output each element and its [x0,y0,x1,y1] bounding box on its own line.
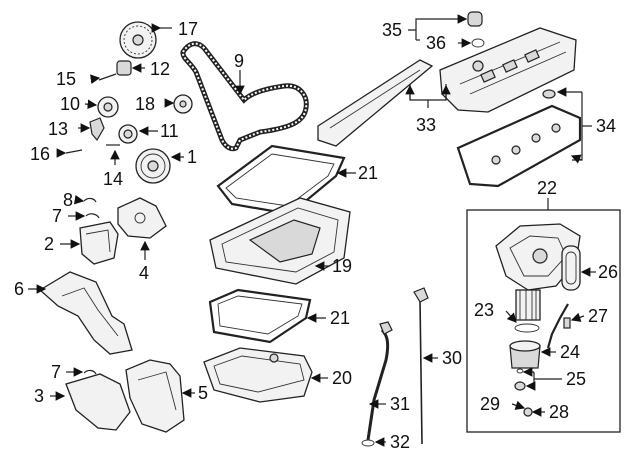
callout-23: 23 [474,300,494,320]
timing-belt [180,41,309,152]
callout-10: 10 [60,94,80,114]
callout-8: 8 [63,190,73,210]
callout-36: 36 [426,33,446,53]
timing-cover-bracket [117,197,167,239]
dipstick-tube [366,321,393,441]
callout-24: 24 [560,342,580,362]
lower-oil-pan-gasket [208,288,312,344]
callout-25: 25 [566,369,586,389]
oil-pan-gasket [216,144,346,216]
lower-timing-cover [65,373,131,431]
callout-2: 2 [44,234,54,254]
callout-19: 19 [332,256,352,276]
filter-group-box [466,209,621,433]
bolt [98,73,117,81]
filter-drain-plug [514,368,526,391]
callout-26: 26 [598,262,618,282]
drain-plug-washer [523,407,533,417]
cover-grommet [542,89,556,99]
callout-21-lower: 21 [330,308,350,328]
callout-4: 4 [139,263,149,283]
callout-7-lower: 7 [51,362,61,382]
clip [83,197,97,203]
spacer [116,60,132,76]
oil-filter [515,289,541,321]
camshaft-sprocket [119,21,157,59]
tensioner [89,117,105,142]
callout-33: 33 [416,115,436,135]
upper-timing-cover [79,221,119,265]
callout-12: 12 [150,59,170,79]
callout-9: 9 [234,51,244,71]
upper-oil-pan [209,197,351,285]
callout-14: 14 [103,169,123,189]
rear-timing-cover [38,271,133,355]
filler-cap-seal [471,38,485,48]
oil-filler-cap [467,11,483,27]
idler-pulley [97,96,119,118]
callout-11: 11 [160,121,179,141]
callout-34: 34 [596,116,616,136]
valve-cover [439,27,577,113]
valve-cover-gasket [456,104,582,188]
filter-o-ring [514,323,540,333]
callout-17: 17 [178,19,198,39]
filter-housing-gasket [561,245,581,291]
callout-32: 32 [390,432,410,452]
callout-27: 27 [588,306,608,326]
callout-31: 31 [390,394,410,414]
filter-cap [509,340,541,369]
callout-28: 28 [549,402,569,422]
lower-oil-pan [203,347,313,403]
callout-15: 15 [56,69,76,89]
callout-1: 1 [187,147,197,167]
clip [83,369,97,375]
crankshaft-sprocket [135,148,171,184]
clip [85,213,100,219]
front-timing-cover [125,359,185,433]
intake-manifold-cover [317,59,434,147]
intermediate-sprocket [173,94,193,114]
callout-18: 18 [135,94,155,114]
callout-6: 6 [14,279,24,299]
callout-13: 13 [48,119,68,139]
callout-35: 35 [382,20,402,40]
callout-29: 29 [480,394,500,414]
callout-7-upper: 7 [52,206,62,226]
dipstick-tube-o-ring [361,439,375,447]
callout-3: 3 [34,386,44,406]
callout-22: 22 [537,178,557,198]
callout-21-upper: 21 [358,163,378,183]
callout-16: 16 [30,144,50,164]
callout-5: 5 [198,383,208,403]
oil-dipstick [413,287,429,445]
callout-30: 30 [442,348,462,368]
tensioner-pulley [118,124,138,144]
oil-cooler-line [546,303,571,349]
callout-20: 20 [332,368,352,388]
